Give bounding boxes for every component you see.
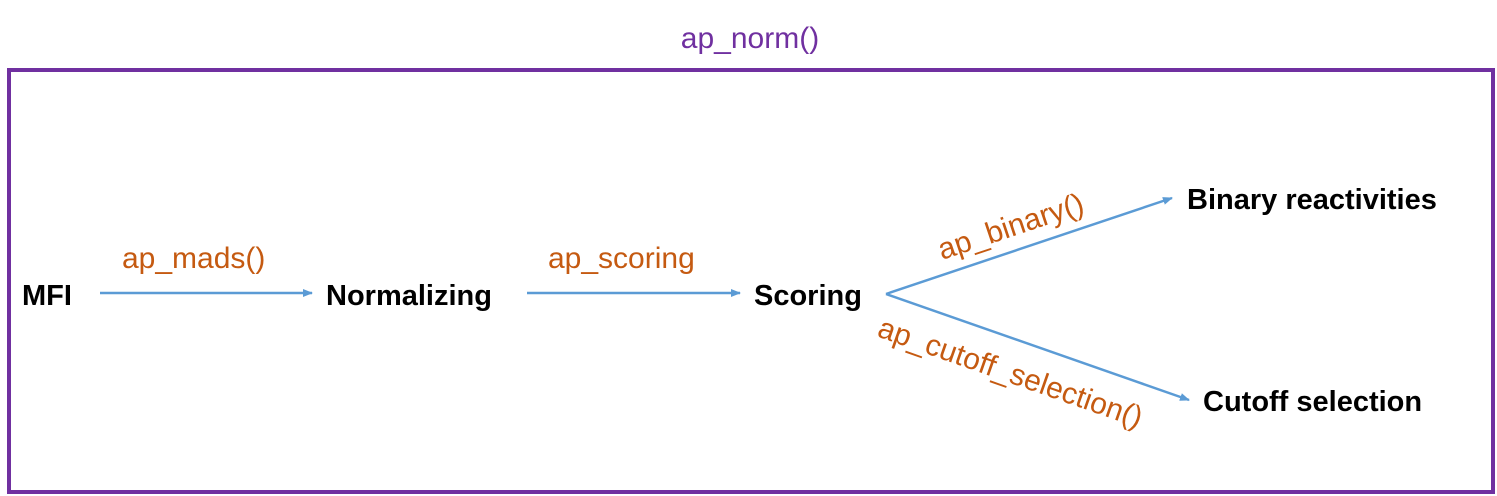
node-normalizing: Normalizing [326, 280, 492, 312]
label-ap-binary: ap_binary() [934, 187, 1088, 266]
ap-norm-frame [7, 68, 1495, 494]
node-mfi: MFI [22, 280, 72, 312]
node-binary-reactivities: Binary reactivities [1187, 184, 1437, 216]
label-ap-mads: ap_mads() [122, 242, 265, 275]
diagram-title: ap_norm() [681, 22, 819, 55]
arrow-scoring-to-binary [885, 196, 1173, 296]
label-ap-cutoff-selection: ap_cutoff_selection() [874, 311, 1147, 434]
label-ap-scoring: ap_scoring [548, 242, 695, 275]
arrow-scoring-to-cutoff [885, 292, 1190, 402]
node-cutoff-selection: Cutoff selection [1203, 386, 1422, 418]
node-scoring: Scoring [754, 280, 862, 312]
